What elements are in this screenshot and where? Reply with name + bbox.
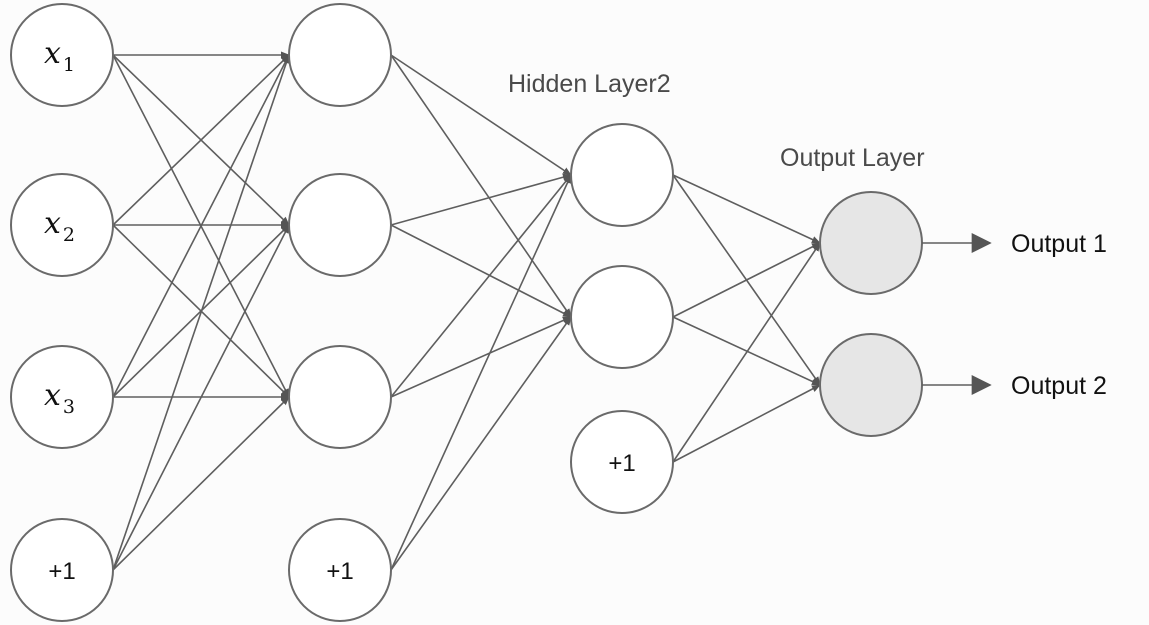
input-node-circle	[10, 173, 114, 277]
hidden-node-circle	[288, 3, 392, 107]
edge-h1_2-to-h2_2	[390, 224, 572, 318]
edges-group	[112, 51, 821, 571]
input-subscript: 2	[63, 224, 75, 246]
hidden-node-circle	[288, 173, 392, 277]
edge-x2-to-h1_1	[112, 54, 290, 226]
node-o2	[819, 333, 923, 437]
node-h1_3	[288, 345, 392, 449]
input-subscript: 1	[63, 54, 75, 76]
edge-h2_2-to-o2	[672, 316, 821, 386]
bias-node-circle	[288, 518, 392, 622]
input-subscript: 3	[63, 396, 75, 418]
output-layer-title: Output Layer	[780, 144, 925, 172]
node-o1	[819, 191, 923, 295]
edge-b2-to-h2_2	[390, 316, 572, 571]
node-h1_2	[288, 173, 392, 277]
edge-h1_3-to-h2_2	[390, 316, 572, 398]
output-labels: Output 1 Output 2	[922, 230, 1107, 400]
edge-x3-to-h1_1	[112, 54, 290, 398]
edge-h1_1-to-h2_2	[390, 54, 572, 318]
edge-h2_1-to-o1	[672, 174, 821, 244]
edge-h2_2-to-o1	[672, 242, 821, 318]
edge-b3-to-o2	[672, 384, 821, 463]
bias-label: +1	[608, 450, 635, 477]
edge-h1_2-to-h2_1	[390, 173, 572, 226]
node-b1: +1	[10, 518, 114, 622]
edge-h1_3-to-h2_1	[390, 174, 572, 398]
output-label-2: Output 2	[1011, 372, 1107, 400]
edge-b1-to-h1_1	[112, 54, 290, 571]
node-h1_1	[288, 3, 392, 107]
edge-b1-to-h1_2	[112, 224, 290, 571]
node-b3: +1	[570, 410, 674, 514]
layer-titles: Hidden Layer2 Output Layer	[508, 70, 925, 172]
node-h2_2	[570, 265, 674, 369]
edge-b2-to-h2_1	[390, 174, 572, 571]
edge-b1-to-h1_3	[112, 396, 290, 571]
bias-label: +1	[326, 558, 353, 585]
hidden-layer2-title: Hidden Layer2	[508, 70, 671, 98]
output-label-1: Output 1	[1011, 230, 1107, 258]
hidden-node-circle	[570, 123, 674, 227]
output-node-circle	[819, 191, 923, 295]
bias-node-circle	[570, 410, 674, 514]
node-b2: +1	[288, 518, 392, 622]
bias-node-circle	[10, 518, 114, 622]
bias-label: +1	[48, 558, 75, 585]
node-h2_1	[570, 123, 674, 227]
edge-h1_1-to-h2_1	[390, 54, 572, 176]
hidden-node-circle	[570, 265, 674, 369]
edge-b3-to-o1	[672, 242, 821, 463]
output-node-circle	[819, 333, 923, 437]
input-node-circle	[10, 3, 114, 107]
hidden-node-circle	[288, 345, 392, 449]
input-node-circle	[10, 345, 114, 449]
